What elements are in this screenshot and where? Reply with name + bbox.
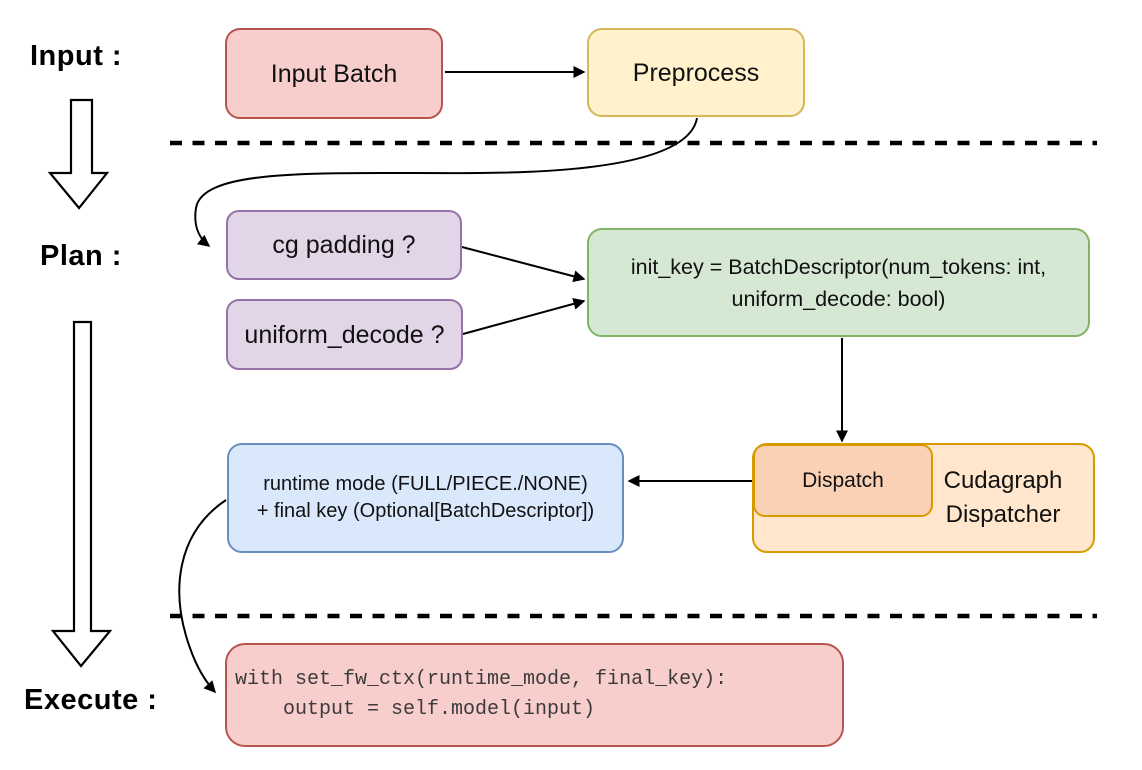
node-preprocess-label: Preprocess: [632, 58, 760, 87]
section-label-plan: Plan :: [40, 240, 122, 272]
node-uniform-decode: uniform_decode ?: [226, 299, 463, 370]
section-label-input: Input :: [30, 40, 123, 72]
node-uniform-decode-label: uniform_decode ?: [244, 320, 445, 349]
node-input-batch: Input Batch: [225, 28, 443, 119]
node-init-key-line2: uniform_decode: bool): [731, 286, 946, 311]
flow-arrow-plan-to-execute: [50, 320, 113, 668]
node-dispatch: Dispatch: [753, 444, 933, 517]
node-execute-code-line2: output = self.model(input): [235, 698, 596, 721]
node-init-key: init_key = BatchDescriptor(num_tokens: i…: [587, 228, 1090, 337]
node-input-batch-label: Input Batch: [270, 59, 398, 88]
node-init-key-line1: init_key = BatchDescriptor(num_tokens: i…: [630, 254, 1047, 279]
node-runtime-mode: runtime mode (FULL/PIECE./NONE) + final …: [227, 443, 624, 553]
node-execute-code-line1: with set_fw_ctx(runtime_mode, final_key)…: [235, 668, 728, 691]
node-cg-padding-label: cg padding ?: [272, 231, 416, 259]
flow-arrow-input-to-plan: [47, 98, 110, 210]
node-dispatch-label: Dispatch: [802, 468, 884, 492]
node-runtime-mode-line1: runtime mode (FULL/PIECE./NONE): [263, 473, 588, 495]
node-cg-padding: cg padding ?: [226, 210, 462, 280]
node-cudagraph-dispatcher-label: Cudagraph Dispatcher: [919, 464, 1087, 532]
node-runtime-mode-line2: + final key (Optional[BatchDescriptor]): [256, 500, 595, 522]
section-label-execute: Execute :: [24, 684, 158, 716]
connector-runtimemode-executecode: [178, 499, 227, 694]
connector-preprocess-cgpadding: [194, 117, 698, 247]
node-cudagraph-dispatcher-line1: Cudagraph: [943, 467, 1063, 494]
node-execute-code: with set_fw_ctx(runtime_mode, final_key)…: [225, 643, 844, 747]
connector-uniformdecode-initkey: [462, 297, 586, 335]
node-cudagraph-dispatcher-line2: Dispatcher: [945, 501, 1061, 528]
connector-cgpadding-initkey: [461, 246, 586, 283]
node-preprocess: Preprocess: [587, 28, 805, 117]
